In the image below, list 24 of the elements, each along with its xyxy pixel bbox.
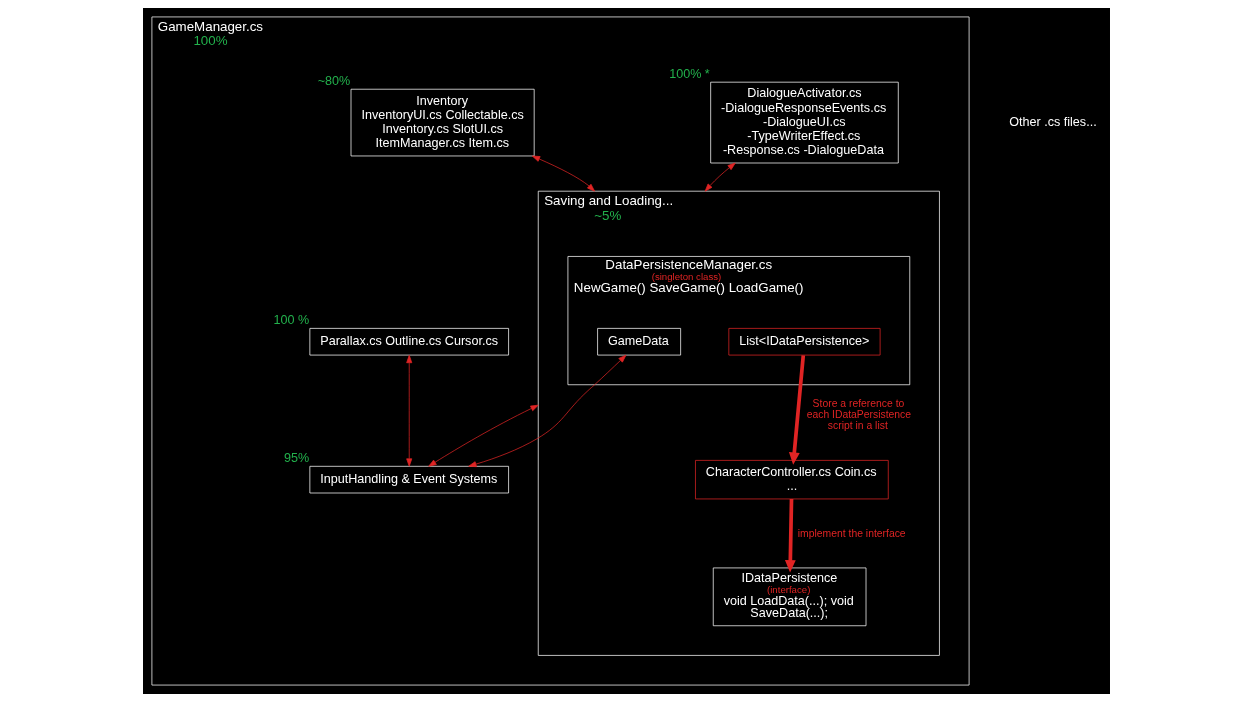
- arrow: [406, 354, 413, 467]
- node-box: Inventory InventoryUI.cs Collectable.cs Inventory.cs SlotUI.cs ItemManager.cs Item.cs: [350, 88, 535, 157]
- label: Other .cs files...: [1009, 114, 1097, 129]
- arrow: [784, 498, 796, 573]
- node-box: List<IDataPersistence>: [728, 328, 881, 356]
- arrow: [788, 355, 806, 465]
- arrow: [531, 155, 595, 192]
- node-box: GameData: [597, 328, 681, 356]
- arrow: [468, 354, 627, 468]
- arrow: [428, 404, 539, 467]
- node-label: 95%: [283, 451, 310, 466]
- node-box: InputHandling & Event Systems: [309, 465, 509, 494]
- node-label: ~5%: [594, 207, 622, 223]
- arrow: [704, 162, 736, 192]
- node-box: DialogueActivator.cs -DialogueResponseEvents.cs -DialogueUI.cs -TypeWriterEffect.cs -Response.cs -DialogueData: [710, 81, 899, 164]
- node-label: 100%: [193, 33, 228, 49]
- node-box: IDataPersistence (interface) void LoadData(...); void SaveData(...);: [712, 567, 867, 627]
- node-box: Parallax.cs Outline.cs Cursor.cs: [309, 328, 509, 356]
- node-label: 100 %: [273, 313, 310, 328]
- node-label: 100% *: [669, 67, 710, 82]
- edge-label: Store a reference to each IDataPersistence script in a list: [806, 397, 912, 432]
- node-label: ~80%: [317, 74, 351, 89]
- edge-label: implement the interface: [797, 527, 906, 539]
- node-box: CharacterController.cs Coin.cs ...: [695, 460, 889, 500]
